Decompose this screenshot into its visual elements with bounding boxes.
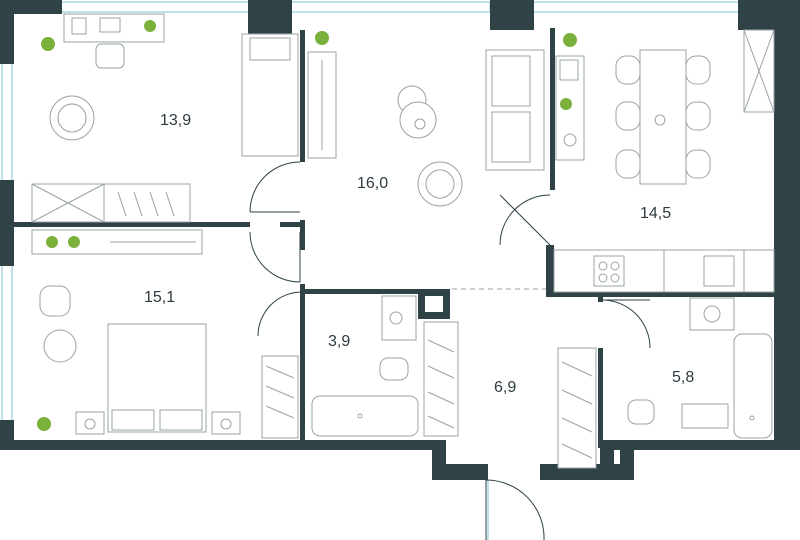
plant-icon — [563, 33, 577, 47]
walls — [0, 0, 800, 480]
plant-icon — [37, 417, 51, 431]
room-kitchen: 14,5 — [553, 29, 775, 293]
room-area-label: 6,9 — [494, 379, 516, 396]
doors — [249, 161, 651, 540]
plant-icon — [315, 31, 329, 45]
room-bedroom-bottom: 15,1 — [31, 229, 299, 439]
room-bathroom-small: 3,9 — [311, 295, 419, 437]
plant-icon — [46, 236, 58, 248]
plant-icon — [560, 98, 572, 110]
plant-icon — [68, 236, 80, 248]
room-area-label: 14,5 — [640, 205, 671, 222]
plant-icon — [41, 37, 55, 51]
room-area-label: 3,9 — [328, 333, 350, 350]
room-bedroom-top: 13,9 — [31, 13, 299, 223]
room-area-label: 15,1 — [144, 289, 175, 306]
room-area-label: 13,9 — [160, 112, 191, 129]
room-area-label: 5,8 — [672, 369, 694, 386]
room-living: 16,0 — [307, 31, 545, 207]
plant-icon — [144, 20, 156, 32]
room-hall: 6,9 — [423, 288, 597, 469]
room-bathroom-large: 5,8 — [627, 297, 773, 439]
room-area-label: 16,0 — [357, 175, 388, 192]
